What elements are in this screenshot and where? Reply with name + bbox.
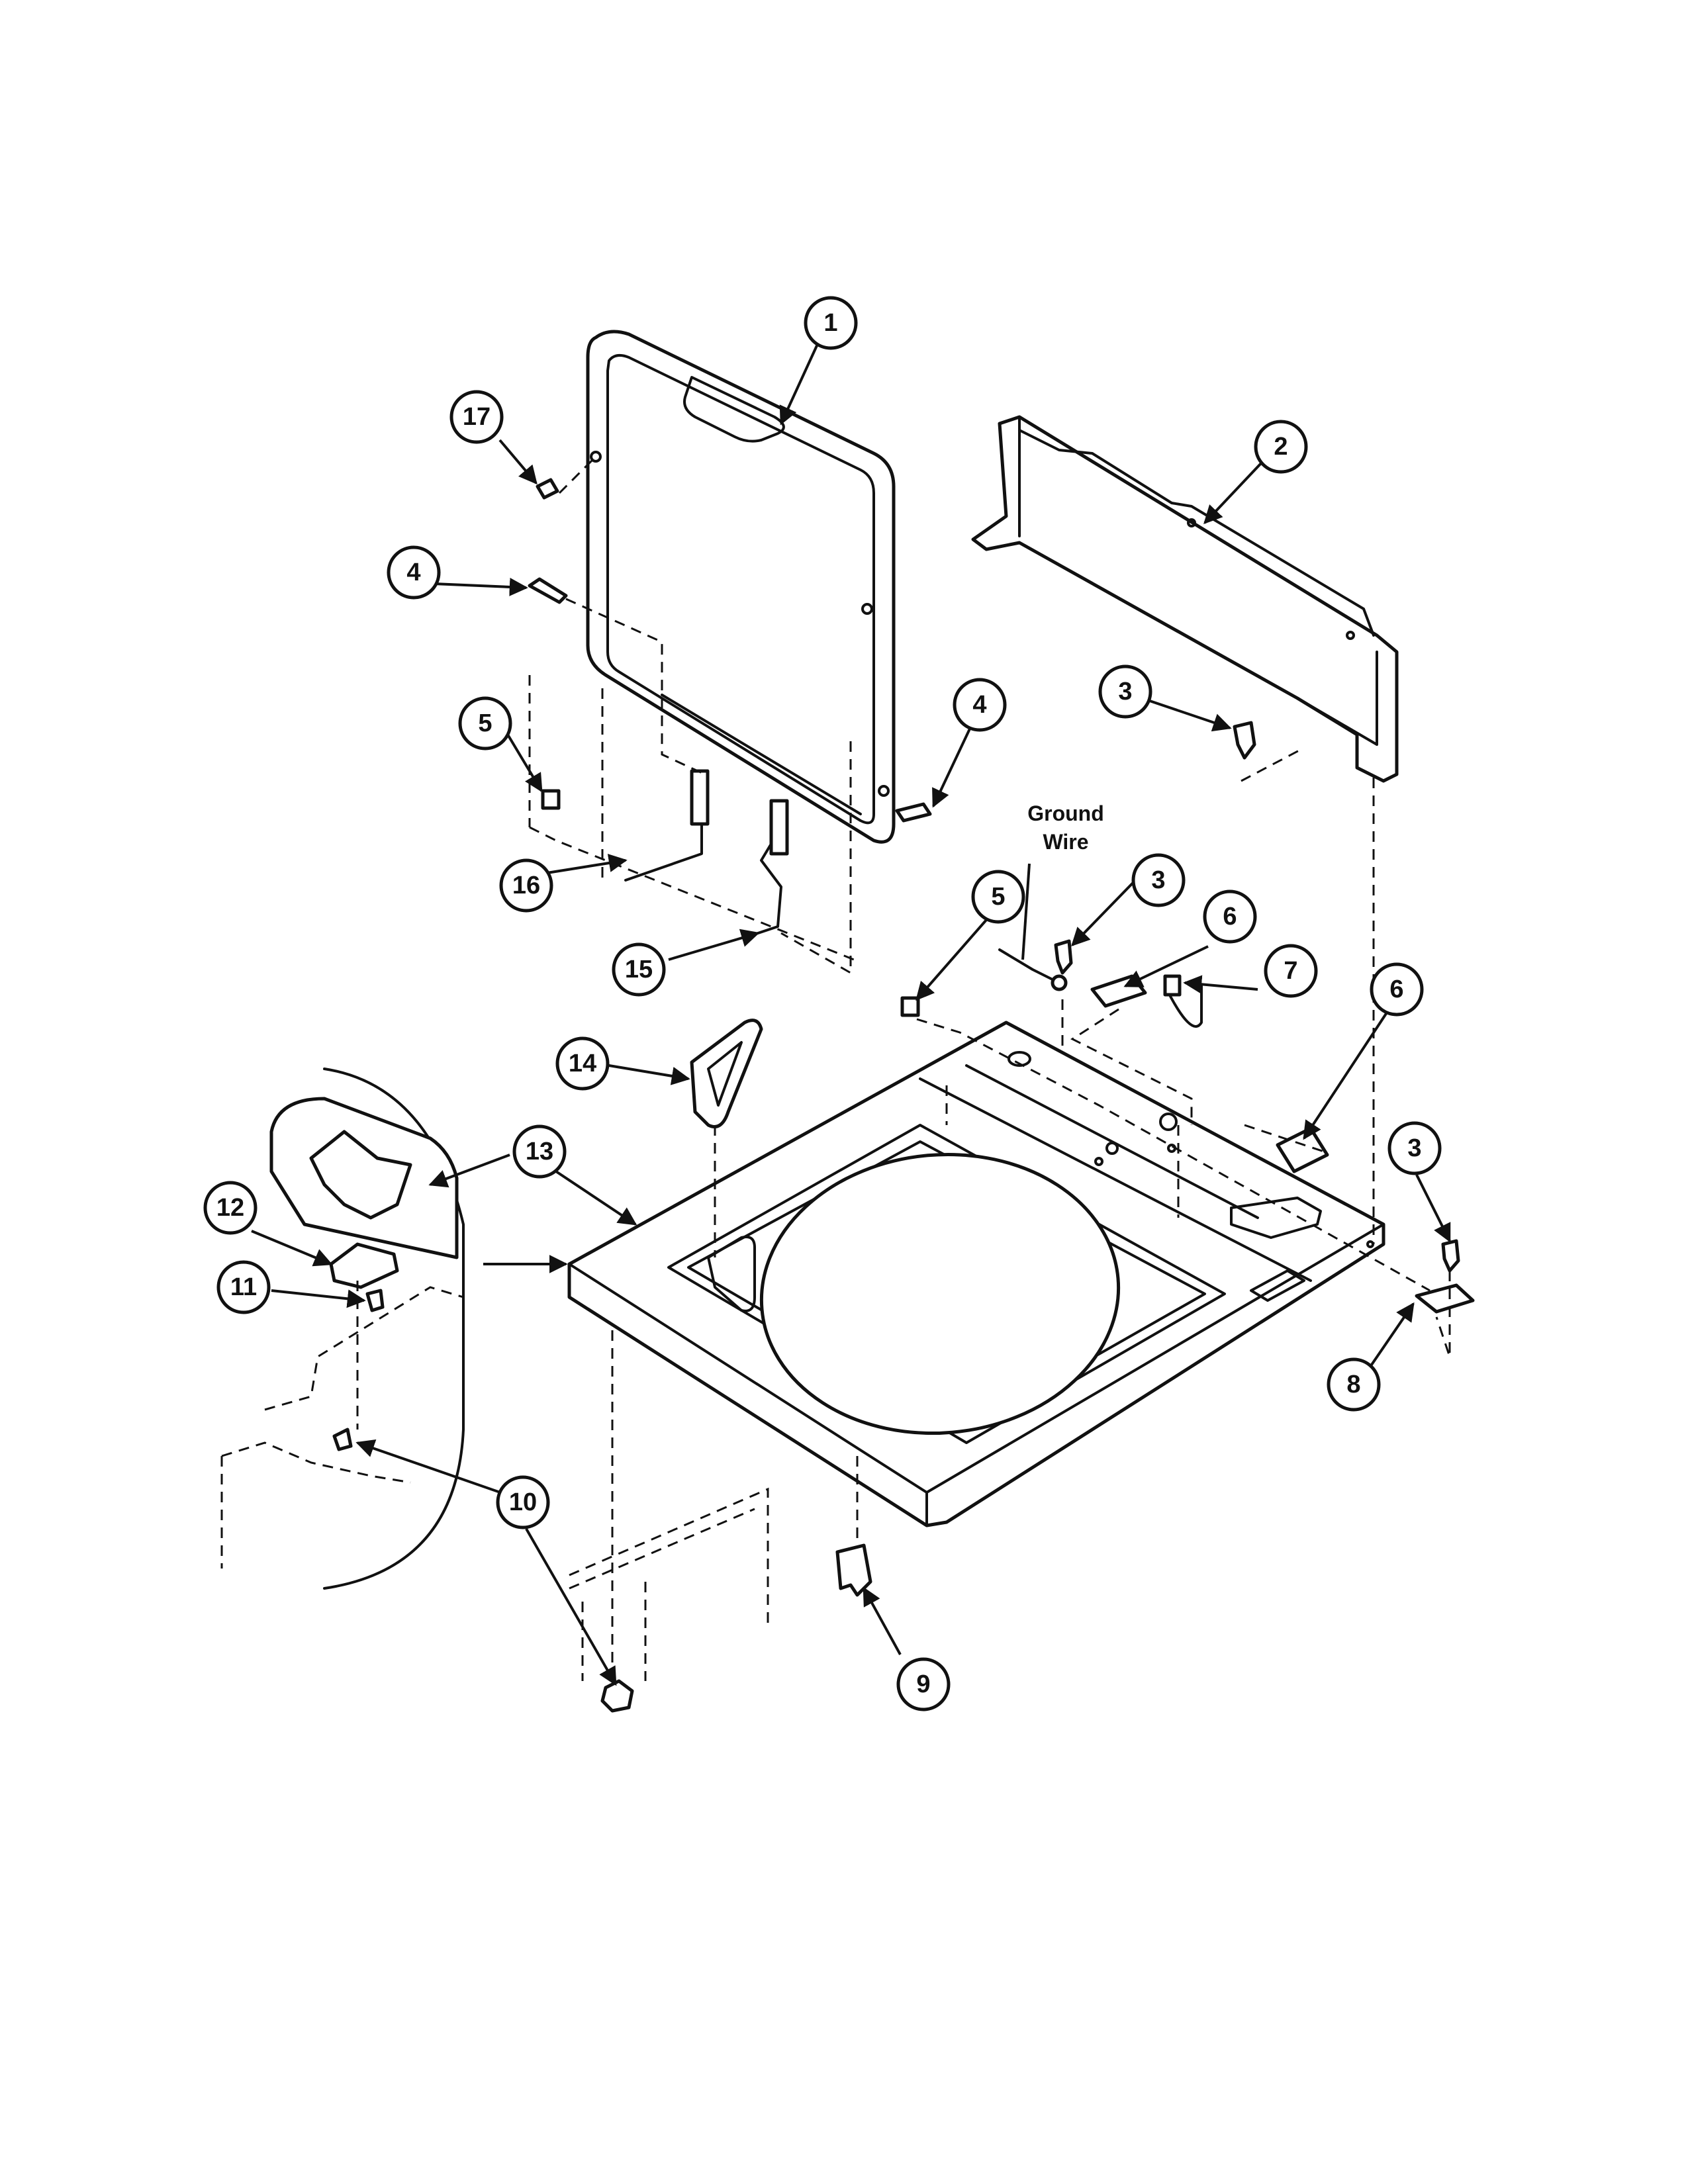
- callout-3-right-text: 3: [1407, 1134, 1421, 1162]
- callout-5-left: 5: [458, 696, 512, 751]
- screw-3-ground: [1054, 939, 1073, 975]
- callout-6-small-text: 6: [1223, 903, 1237, 931]
- ground-wire: [998, 948, 1068, 991]
- screw-3-console: [1233, 721, 1256, 760]
- clip-8: [1415, 1283, 1475, 1314]
- callout-12: 12: [203, 1181, 258, 1235]
- ground-wire-label-line1: Ground: [1027, 801, 1104, 825]
- hinge-rod-16: [624, 769, 710, 882]
- hinge-rod-15: [757, 799, 789, 934]
- callout-6-large: 6: [1370, 962, 1424, 1017]
- callout-7-text: 7: [1284, 957, 1297, 985]
- assembly-lines: [528, 455, 1451, 1681]
- leaders: [251, 343, 1451, 1686]
- callout-10: 10: [496, 1475, 550, 1529]
- callout-16: 16: [499, 858, 553, 913]
- callout-13: 13: [512, 1124, 567, 1179]
- lid-frame: [586, 330, 896, 844]
- callout-3-console-text: 3: [1118, 678, 1132, 705]
- callout-2-text: 2: [1274, 433, 1288, 461]
- callout-1: 1: [804, 296, 858, 350]
- callout-3-console: 3: [1098, 664, 1152, 719]
- callout-10-text: 10: [509, 1488, 537, 1516]
- callout-4-right-text: 4: [972, 691, 986, 719]
- bumper-5-right: [900, 996, 920, 1017]
- callout-5-right: 5: [971, 870, 1025, 924]
- console-panel: [971, 415, 1399, 783]
- callout-1-text: 1: [823, 309, 837, 337]
- callout-11: 11: [216, 1260, 271, 1314]
- callout-4-left: 4: [387, 545, 441, 600]
- ground-wire-label-line2: Wire: [1043, 830, 1088, 854]
- callout-9-text: 9: [916, 1670, 930, 1698]
- callout-17: 17: [449, 390, 504, 444]
- callout-5-left-text: 5: [478, 709, 492, 737]
- callout-3-ground: 3: [1131, 853, 1186, 907]
- callout-6-small: 6: [1203, 889, 1257, 944]
- screw-4-left: [528, 577, 568, 604]
- callout-8-text: 8: [1346, 1371, 1360, 1398]
- callout-13-text: 13: [526, 1138, 553, 1165]
- callout-9: 9: [896, 1657, 951, 1711]
- screw-17: [536, 478, 559, 500]
- callout-2: 2: [1254, 420, 1308, 474]
- screw-3-right: [1441, 1239, 1460, 1273]
- callout-3-ground-text: 3: [1151, 866, 1165, 894]
- bolt-10-bottom: [600, 1679, 634, 1713]
- callout-8: 8: [1327, 1357, 1381, 1412]
- bumper-5-left: [541, 789, 561, 810]
- callout-6-large-text: 6: [1389, 976, 1403, 1003]
- callout-16-text: 16: [512, 872, 540, 899]
- callout-4-right: 4: [953, 678, 1007, 732]
- clip-9: [835, 1543, 872, 1597]
- screw-4-right: [895, 802, 932, 823]
- callout-15-text: 15: [625, 956, 653, 983]
- callout-17-text: 17: [463, 403, 491, 431]
- callout-11-text: 11: [230, 1273, 257, 1301]
- callout-5-right-text: 5: [991, 883, 1005, 911]
- callout-7: 7: [1264, 944, 1318, 998]
- callout-12-text: 12: [216, 1194, 244, 1222]
- strap-7: [1163, 974, 1203, 1028]
- top-panel: [567, 1021, 1385, 1527]
- callout-15: 15: [612, 942, 666, 997]
- callout-14-text: 14: [569, 1050, 596, 1077]
- callout-3-right: 3: [1387, 1121, 1442, 1175]
- inset-detail: [220, 1068, 465, 1590]
- handle-14: [690, 1019, 763, 1128]
- callout-14: 14: [555, 1036, 610, 1091]
- callout-4-left-text: 4: [406, 559, 420, 586]
